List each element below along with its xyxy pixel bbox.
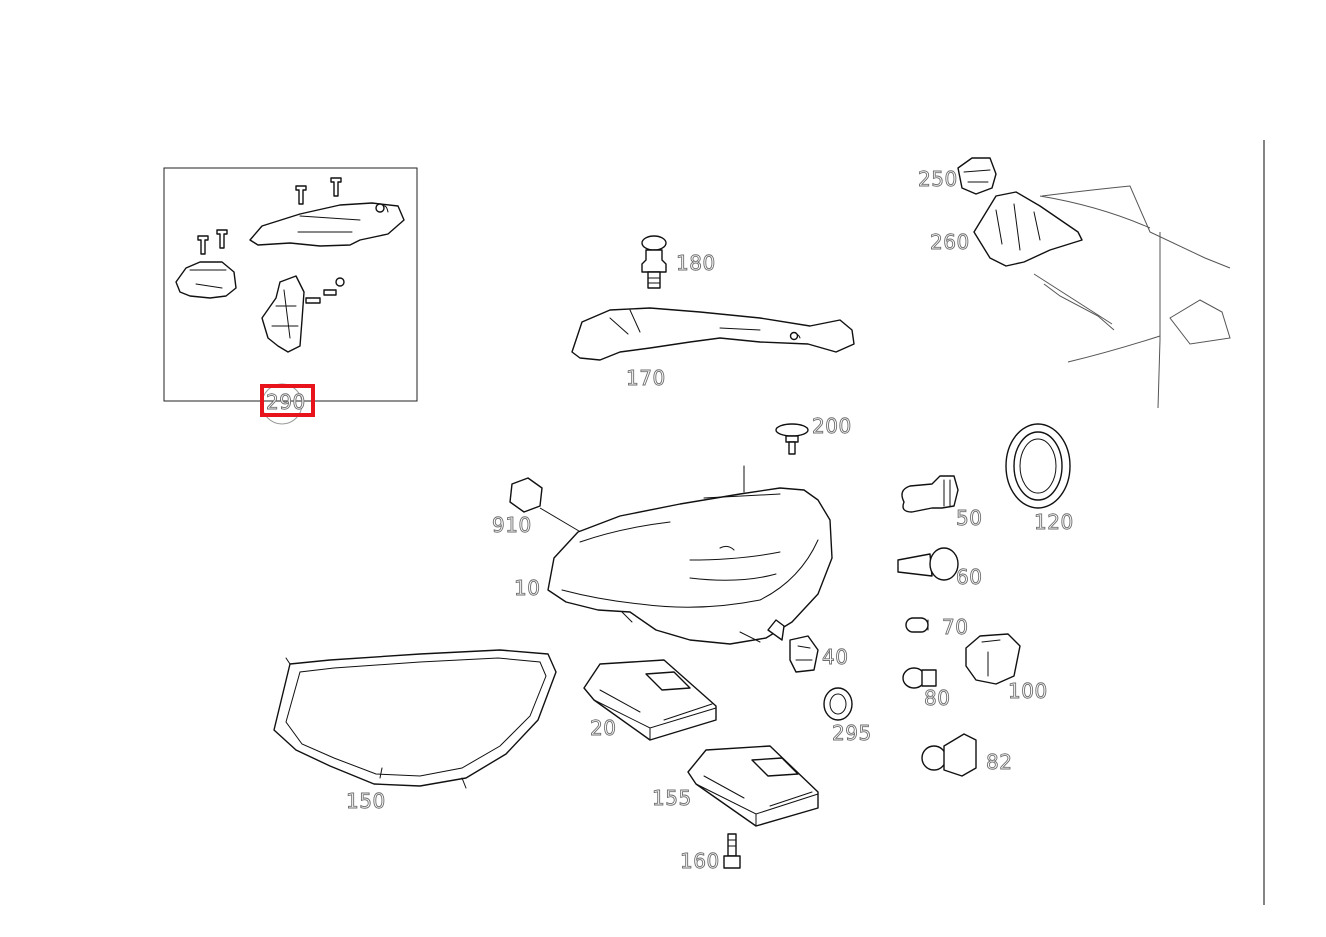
part-250-sensor <box>957 157 997 195</box>
part-155-control-unit <box>687 745 819 827</box>
callout-120[interactable]: 120 <box>1034 510 1074 535</box>
callout-180[interactable]: 180 <box>676 251 716 276</box>
callout-82-label: 82 <box>986 750 1012 774</box>
callout-40-label: 40 <box>822 645 848 669</box>
callout-200[interactable]: 200 <box>812 414 852 439</box>
callout-250-label: 250 <box>918 167 958 191</box>
inset-290-kit <box>163 167 418 402</box>
part-60-bulb <box>897 547 959 581</box>
callout-170-label: 170 <box>626 366 666 390</box>
part-50-bulb <box>901 475 959 513</box>
callout-50[interactable]: 50 <box>956 506 983 531</box>
part-170-bracket <box>571 307 855 361</box>
part-70-bulb <box>905 617 929 633</box>
callout-295-label: 295 <box>832 721 872 745</box>
selected-part-highlight <box>260 384 315 417</box>
part-100-socket <box>965 633 1021 685</box>
callout-50-label: 50 <box>956 506 982 530</box>
callout-170[interactable]: 170 <box>626 366 666 391</box>
callout-80[interactable]: 80 <box>924 686 951 711</box>
part-200-screw <box>775 423 809 455</box>
part-260-mount <box>973 191 1083 267</box>
callout-180-label: 180 <box>676 251 716 275</box>
callout-70-label: 70 <box>942 615 968 639</box>
callout-155[interactable]: 155 <box>652 786 692 811</box>
callout-290-label: 290 <box>266 390 306 414</box>
callout-10-label: 10 <box>514 576 540 600</box>
part-120-ring <box>1005 423 1071 509</box>
callout-250[interactable]: 250 <box>918 167 958 192</box>
callout-60-label: 60 <box>956 565 982 589</box>
callout-100-label: 100 <box>1008 679 1048 703</box>
callout-80-label: 80 <box>924 686 950 710</box>
callout-150[interactable]: 150 <box>346 789 386 814</box>
callout-20[interactable]: 20 <box>590 716 617 741</box>
callout-155-label: 155 <box>652 786 692 810</box>
part-82-bulb <box>921 733 977 777</box>
callout-20-label: 20 <box>590 716 616 740</box>
part-295-grommet <box>823 687 853 721</box>
part-80-bulb <box>902 667 937 689</box>
callout-160[interactable]: 160 <box>680 849 720 874</box>
callout-910[interactable]: 910 <box>492 513 532 538</box>
callout-120-label: 120 <box>1034 510 1074 534</box>
part-20-control-unit <box>583 659 717 741</box>
callout-100[interactable]: 100 <box>1008 679 1048 704</box>
callout-10[interactable]: 10 <box>514 576 541 601</box>
car-silhouette <box>1033 185 1231 409</box>
part-160-bolt <box>723 833 741 869</box>
callout-60[interactable]: 60 <box>956 565 983 590</box>
callout-260[interactable]: 260 <box>930 230 970 255</box>
callout-260-label: 260 <box>930 230 970 254</box>
part-40-nut <box>789 635 819 673</box>
callout-290[interactable]: 290 <box>260 383 315 425</box>
callout-70[interactable]: 70 <box>942 615 969 640</box>
callout-150-label: 150 <box>346 789 386 813</box>
callout-910-label: 910 <box>492 513 532 537</box>
inset-screws <box>197 177 345 304</box>
part-910-connector <box>509 477 585 535</box>
callout-82[interactable]: 82 <box>986 750 1013 775</box>
callout-200-label: 200 <box>812 414 852 438</box>
part-180-clip <box>641 235 667 289</box>
callout-160-label: 160 <box>680 849 720 873</box>
part-150-seal <box>273 649 557 789</box>
callout-40[interactable]: 40 <box>822 645 849 670</box>
callout-295[interactable]: 295 <box>832 721 872 746</box>
part-10-headlamp <box>547 465 833 645</box>
